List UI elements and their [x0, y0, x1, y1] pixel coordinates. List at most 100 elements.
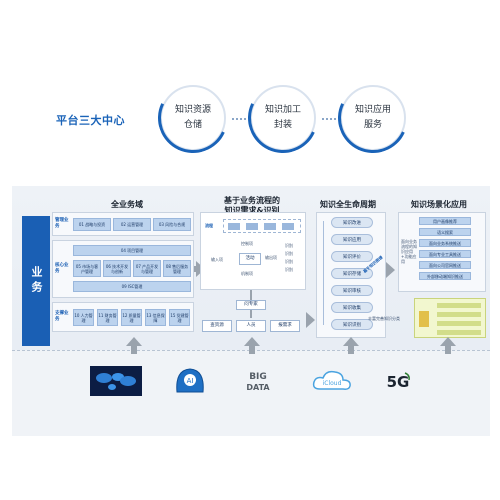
- box-tech-dev: 06 技术开发与创新: [103, 260, 131, 277]
- lifecycle-collect: 知识收集: [331, 302, 373, 313]
- col2-title-line2: 知识需求&识别: [224, 206, 280, 215]
- graph-branch: [437, 321, 481, 326]
- app-push-tools: 面向专业工具推送: [419, 250, 471, 258]
- arrow-right-icon: [386, 262, 395, 278]
- col2-title: 基于业务流程的 知识需求&识别: [196, 196, 308, 216]
- label-input: 输入项: [211, 257, 223, 262]
- box-risk: 03 风险与合规: [153, 218, 191, 231]
- box-isc: 09 ISC管理: [73, 281, 191, 292]
- col2-title-line1: 基于业务流程的: [224, 196, 280, 205]
- lifecycle-store: 知识存储: [331, 268, 373, 279]
- row-label-support: 支撑业务: [55, 311, 69, 322]
- box-market: 05 市场与客户管理: [73, 260, 101, 277]
- ai-label: AI: [187, 377, 194, 385]
- lifecycle-improve: 知识改进: [331, 217, 373, 228]
- box-operations: 02 运营管理: [113, 218, 151, 231]
- label-identify: 识别: [285, 243, 293, 248]
- label-mechanism: 机制项: [241, 271, 253, 276]
- row-core: 核心业务 04 项目管理 05 市场与客户管理 06 技术开发与创新 07 产品…: [52, 240, 194, 298]
- flow-node: [264, 223, 276, 230]
- center-line1: 知识资源: [174, 105, 211, 115]
- process-panel: 流程 控制项 输入项 活动 输出项 机制项 识别 识别 识别 识别: [200, 212, 306, 290]
- arrow-up-icon: [244, 337, 260, 346]
- label-identify: 识别: [285, 267, 293, 272]
- kg-note2: 丰富完善知识分类: [368, 316, 400, 321]
- box-quality: 12 质量管理: [121, 309, 142, 326]
- row-label-management: 管理业务: [55, 218, 69, 229]
- arrow-up-icon: [343, 337, 359, 346]
- box-finance: 11 财务管理: [97, 309, 118, 326]
- flow-lane: [223, 219, 301, 233]
- flow-node: [246, 223, 258, 230]
- center-resource-storage: 知识资源 仓储: [148, 73, 238, 163]
- center-line1: 知识加工: [264, 105, 301, 115]
- box-project: 04 项目管理: [73, 245, 191, 256]
- lifecycle-panel: 知识改进 知识应用 知识评价 知识存储 知识审核 知识收集 知识识别: [316, 212, 386, 338]
- ask-expert-box: 问专家: [236, 300, 266, 310]
- 5g-icon: 5G: [372, 366, 424, 396]
- box-aftersale: 08 售后服务管理: [163, 260, 191, 277]
- arrow-stem: [348, 346, 354, 354]
- box-info: 13 信息保障: [145, 309, 166, 326]
- arrow-up-icon: [440, 337, 456, 346]
- app-user-profile: 用户画像推荐: [419, 217, 471, 225]
- lifecycle-review: 知识审核: [331, 285, 373, 296]
- connector-line: [250, 310, 252, 318]
- row-label-core: 核心业务: [55, 263, 69, 274]
- 5g-label: 5G: [387, 373, 410, 391]
- report-demand-box: 报需求: [270, 320, 300, 332]
- app-push-website: 面向公司官网推送: [419, 261, 471, 269]
- arrow-stem: [445, 346, 451, 354]
- bigdata-label-1: BIG: [249, 372, 267, 382]
- connector-dots: [232, 118, 246, 121]
- box-hr: 10 人力管理: [73, 309, 94, 326]
- label-output: 输出项: [265, 255, 277, 260]
- cloud-label: iCloud: [323, 380, 342, 387]
- connector-dots: [322, 118, 336, 121]
- scenario-panel: 用户画像推荐 语义搜索 面向业务流程的知识应用+功能应用 面向业务系统推送 面向…: [398, 212, 486, 292]
- graph-branch: [437, 312, 481, 317]
- box-party: 15 党建管理: [169, 309, 190, 326]
- ai-head-icon: AI: [164, 366, 216, 396]
- arrow-stem: [131, 346, 137, 354]
- col4-title: 知识场景化应用: [411, 200, 467, 209]
- flow-label: 流程: [205, 223, 213, 228]
- center-line2: 封装: [273, 120, 292, 130]
- box-product: 07 产品开发与管理: [133, 260, 161, 277]
- flow-node: [282, 223, 294, 230]
- centers-title: 平台三大中心: [56, 114, 125, 127]
- app-push-mobile: 外部移动端知识推送: [419, 272, 471, 280]
- app-note: 面向业务流程的知识应用+功能应用: [401, 239, 417, 264]
- label-identify: 识别: [285, 259, 293, 264]
- lifecycle-identify: 知识识别: [331, 319, 373, 330]
- person-box: 人员: [236, 320, 266, 332]
- label-identify: 识别: [285, 251, 293, 256]
- app-push-business: 面向业务系统推送: [419, 239, 471, 247]
- activity-box: 活动: [239, 253, 261, 265]
- graph-root-node: [419, 311, 429, 327]
- arrow-stem: [249, 346, 255, 354]
- center-line2: 仓储: [183, 120, 202, 130]
- side-tab-business: 业务: [22, 216, 50, 346]
- lifecycle-evaluate: 知识评价: [331, 251, 373, 262]
- flow-node: [228, 223, 240, 230]
- center-line2: 服务: [363, 120, 382, 130]
- label-control: 控制项: [241, 241, 253, 246]
- cloud-icon: iCloud: [306, 366, 358, 396]
- graph-branch: [437, 330, 481, 335]
- center-application: 知识应用 服务: [328, 73, 418, 163]
- world-map-icon: [90, 366, 142, 396]
- col1-title: 全业务域: [111, 200, 143, 209]
- row-management: 管理业务 01 战略与投资 02 运营管理 03 风险与合规: [52, 212, 194, 236]
- knowledge-graph-panel: [414, 298, 486, 338]
- find-resource-box: 查资源: [202, 320, 232, 332]
- bigdata-label-2: DATA: [246, 383, 270, 392]
- arrow-up-icon: [126, 337, 142, 346]
- app-semantic-search: 语义搜索: [419, 228, 471, 236]
- center-line1: 知识应用: [354, 105, 391, 115]
- arrow-right-icon: [306, 312, 315, 328]
- big-data-icon: BIG DATA: [232, 366, 284, 396]
- center-processing: 知识加工 封装: [238, 73, 328, 163]
- box-strategy: 01 战略与投资: [73, 218, 111, 231]
- graph-branch: [437, 303, 481, 308]
